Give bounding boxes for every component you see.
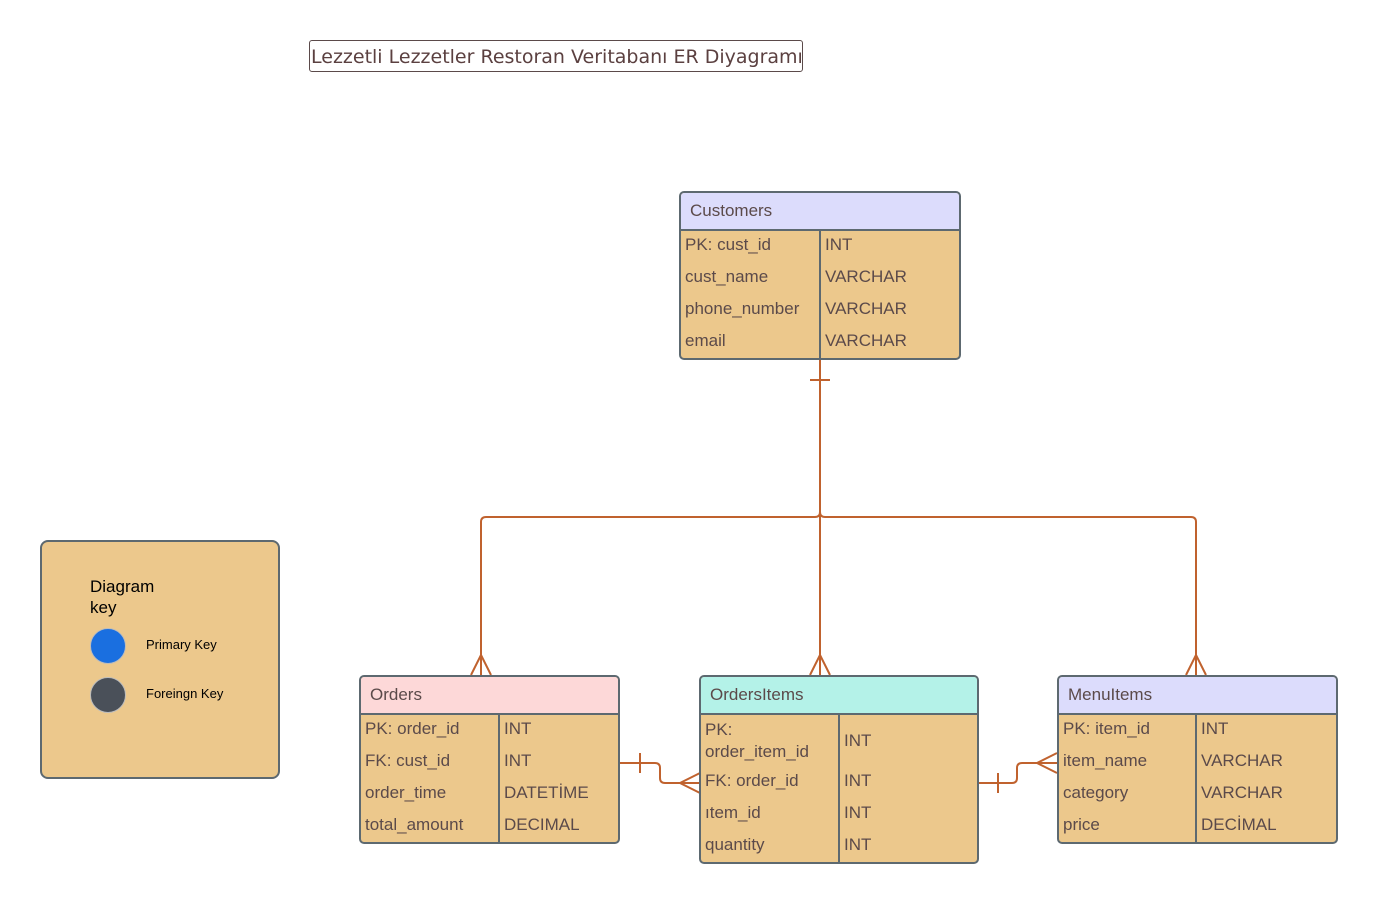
entity-header-ordersitems: OrdersItems	[701, 677, 977, 715]
attribute-name: cust_name	[685, 267, 769, 286]
attribute-type: INT	[844, 835, 872, 854]
entity-header-customers: Customers	[681, 193, 959, 231]
attribute-row: PK: order_id INT	[361, 715, 618, 747]
attribute-type: DECİMAL	[1201, 815, 1277, 834]
attribute-name: item_name	[1063, 751, 1148, 770]
attribute-type: VARCHAR	[825, 267, 907, 286]
entity-body-ordersitems: PK: order_item_id INT FK: order_id INT ı…	[701, 715, 977, 862]
attribute-row: email VARCHAR	[681, 327, 959, 358]
customers-menuitems-connector	[819, 511, 1197, 675]
primary-key-dot-icon	[90, 628, 126, 664]
attribute-row: PK: item_id INT	[1059, 715, 1336, 747]
diagram-title: Lezzetli Lezzetler Restoran Veritabanı E…	[309, 40, 803, 72]
attribute-name: email	[685, 331, 726, 350]
attribute-type: VARCHAR	[1201, 751, 1283, 770]
attribute-name: category	[1063, 783, 1129, 802]
menuitems-many-side-marker	[1034, 752, 1058, 774]
primary-key-label: Primary Key	[146, 637, 217, 652]
entity-header-orders: Orders	[361, 677, 618, 715]
attribute-row: total_amount DECIMAL	[361, 811, 618, 842]
attribute-row: category VARCHAR	[1059, 779, 1336, 811]
attribute-type: INT	[825, 235, 853, 254]
entity-ordersitems[interactable]: OrdersItems PK: order_item_id INT FK: or…	[699, 675, 979, 864]
attribute-name: quantity	[705, 835, 765, 854]
attribute-row: FK: order_id INT	[701, 767, 977, 799]
foreign-key-label: Foreingn Key	[146, 686, 224, 701]
attribute-row: PK: cust_id INT	[681, 231, 959, 263]
column-divider	[838, 715, 840, 862]
attribute-row: cust_name VARCHAR	[681, 263, 959, 295]
attribute-type: INT	[844, 731, 872, 750]
attribute-name: PK: cust_id	[685, 235, 771, 254]
attribute-type: INT	[1201, 719, 1229, 738]
attribute-row: ıtem_id INT	[701, 799, 977, 831]
ordersitems-from-orders-many-marker	[677, 772, 701, 794]
attribute-row: order_time DATETİME	[361, 779, 618, 811]
ordersitems-many-marker	[809, 652, 831, 676]
attribute-name: PK: order_item_id	[705, 720, 809, 761]
attribute-type: INT	[504, 719, 532, 738]
attribute-type: DATETİME	[504, 783, 589, 802]
attribute-name: PK: item_id	[1063, 719, 1150, 738]
entity-body-orders: PK: order_id INT FK: cust_id INT order_t…	[361, 715, 618, 842]
diagram-key-title: Diagram key	[90, 577, 155, 617]
column-divider	[1195, 715, 1197, 842]
attribute-row: price DECİMAL	[1059, 811, 1336, 842]
attribute-row: quantity INT	[701, 831, 977, 862]
entity-customers[interactable]: Customers PK: cust_id INT cust_name VARC…	[679, 191, 961, 360]
attribute-name: PK: order_id	[365, 719, 460, 738]
attribute-name: FK: order_id	[705, 771, 799, 790]
attribute-row: FK: cust_id INT	[361, 747, 618, 779]
attribute-type: DECIMAL	[504, 815, 580, 834]
diagram-key-panel: Diagram key Primary Key Foreingn Key	[40, 540, 280, 779]
orders-ordersitems-connector	[620, 762, 700, 784]
column-divider	[498, 715, 500, 842]
attribute-name: phone_number	[685, 299, 800, 318]
entity-menuitems[interactable]: MenuItems PK: item_id INT item_name VARC…	[1057, 675, 1338, 844]
attribute-name: total_amount	[365, 815, 464, 834]
menuitems-many-marker	[1185, 652, 1207, 676]
attribute-type: VARCHAR	[825, 331, 907, 350]
attribute-row: phone_number VARCHAR	[681, 295, 959, 327]
attribute-row: PK: order_item_id INT	[701, 715, 977, 767]
attribute-name: price	[1063, 815, 1100, 834]
entity-orders[interactable]: Orders PK: order_id INT FK: cust_id INT …	[359, 675, 620, 844]
attribute-row: item_name VARCHAR	[1059, 747, 1336, 779]
orders-many-marker	[470, 652, 492, 676]
entity-header-menuitems: MenuItems	[1059, 677, 1336, 715]
entity-body-customers: PK: cust_id INT cust_name VARCHAR phone_…	[681, 231, 959, 358]
foreign-key-dot-icon	[90, 677, 126, 713]
menuitems-ordersitems-connector	[978, 762, 1057, 784]
attribute-type: VARCHAR	[1201, 783, 1283, 802]
entity-body-menuitems: PK: item_id INT item_name VARCHAR catego…	[1059, 715, 1336, 842]
attribute-type: INT	[504, 751, 532, 770]
attribute-name: order_time	[365, 783, 447, 802]
column-divider	[819, 231, 821, 358]
attribute-type: INT	[844, 803, 872, 822]
attribute-type: INT	[844, 771, 872, 790]
attribute-name: ıtem_id	[705, 803, 761, 822]
attribute-type: VARCHAR	[825, 299, 907, 318]
customers-orders-connector	[480, 511, 821, 675]
attribute-name: FK: cust_id	[365, 751, 451, 770]
